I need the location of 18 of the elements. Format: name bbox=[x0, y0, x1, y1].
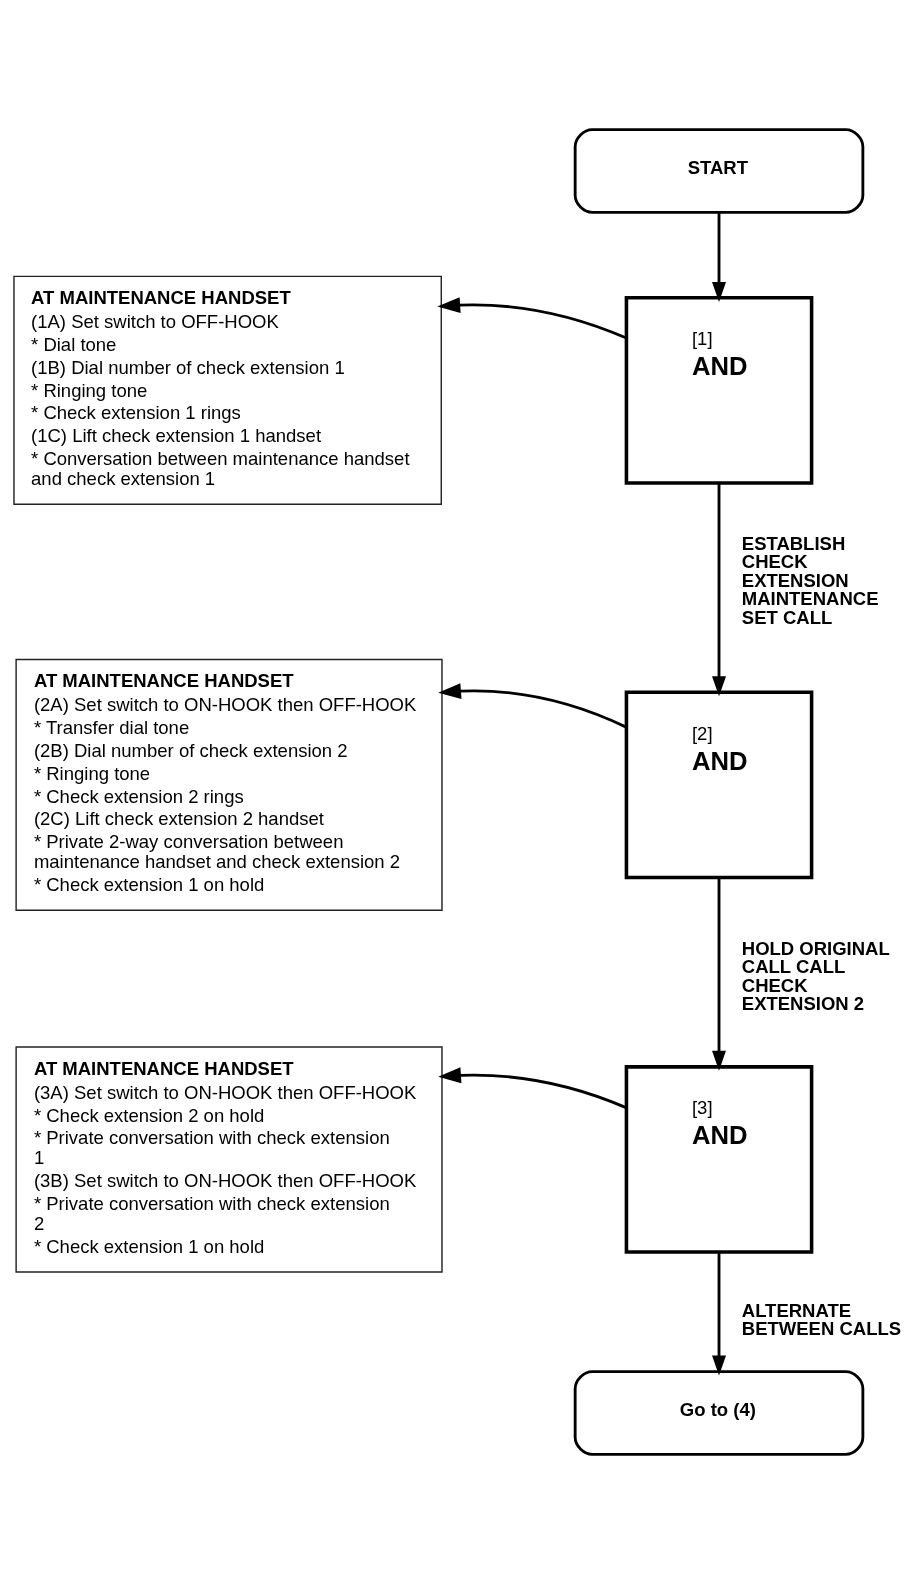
node-box: Go to (4) bbox=[573, 1369, 865, 1456]
arrow bbox=[712, 877, 726, 1071]
arrow bbox=[712, 482, 726, 696]
node-box: AT MAINTENANCE HANDSET (3A) Set switch to ON-HOOK then OFF-HOOK * Check extension 2 on hold * Private conversation with check extension 1 (3B) Set switch to ON-HOOK then OFF-HOOK * Private conversation with check extension 2 * Check extension 1 on hold bbox=[15, 1045, 443, 1273]
arrow bbox=[437, 296, 627, 339]
arrow bbox=[438, 1066, 627, 1109]
node-box: START bbox=[573, 127, 865, 214]
node-box: [1] AND bbox=[624, 295, 814, 485]
arrow bbox=[712, 212, 726, 302]
edge-label: ALTERNATE BETWEEN CALLS bbox=[741, 1299, 902, 1339]
edge-label: ESTABLISH CHECK EXTENSION MAINTENANCE SET CALL bbox=[741, 532, 879, 628]
arrow bbox=[712, 1251, 726, 1375]
node-box: [2] AND bbox=[624, 690, 814, 879]
edge-label: HOLD ORIGINAL CALL CALL CHECK EXTENSION 2 bbox=[741, 937, 890, 1014]
node-box: [3] AND bbox=[624, 1064, 814, 1254]
arrow bbox=[438, 682, 627, 728]
node-box: AT MAINTENANCE HANDSET (1A) Set switch to OFF-HOOK * Dial tone (1B) Dial number of check extension 1 * Ringing tone * Check extension 1 rings (1C) Lift check extension 1 handset * Conversation between maintenance handset and check extension 1 bbox=[13, 275, 442, 505]
node-box: AT MAINTENANCE HANDSET (2A) Set switch to ON-HOOK then OFF-HOOK * Transfer dial tone (2B) Dial number of check extension 2 * Ringing tone * Check extension 2 rings (2C) Lift check extension 2 handset * Private 2-way conversation between maintenance handset and check extension 2 * Check extension 1 on hold bbox=[15, 658, 443, 911]
